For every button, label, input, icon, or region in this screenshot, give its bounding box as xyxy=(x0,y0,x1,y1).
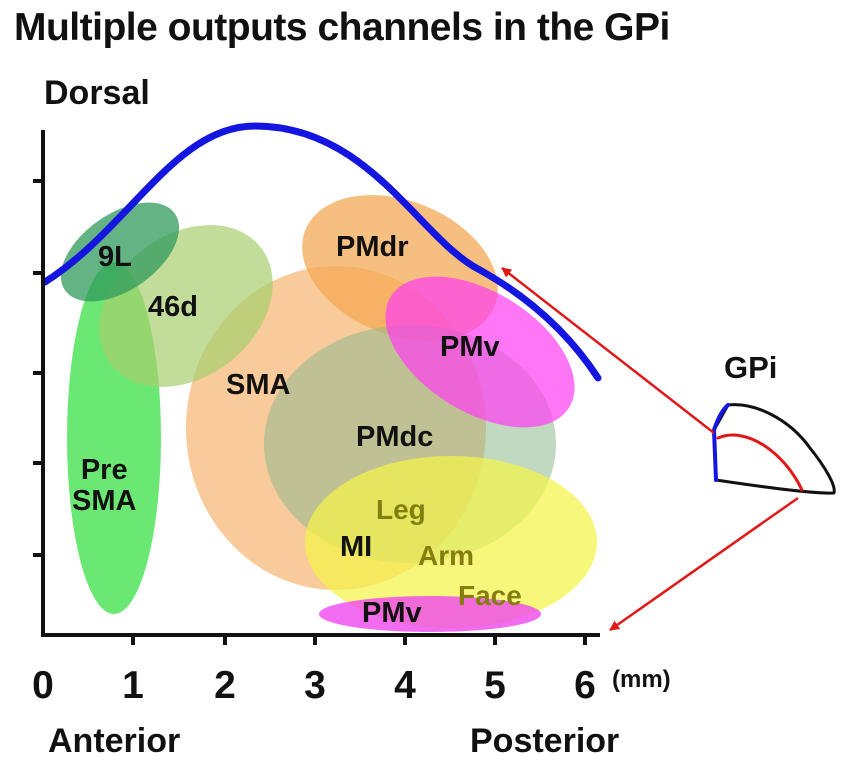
anterior-label: Anterior xyxy=(48,722,181,760)
x-tick-label: 5 xyxy=(484,664,506,707)
axes xyxy=(33,130,600,645)
gpi-inset-label: GPi xyxy=(724,350,778,385)
arrow-to-dorsal-boundary xyxy=(501,267,715,434)
mi-region xyxy=(305,456,597,628)
x-tick-label: 3 xyxy=(304,664,326,707)
pmdc-label: PMdc xyxy=(356,421,434,453)
posterior-label: Posterior xyxy=(470,722,620,760)
area-9l-label: 9L xyxy=(98,241,132,273)
pmv-upper-region xyxy=(385,276,575,428)
gpi-inset-shape xyxy=(712,403,836,495)
x-tick-label: 2 xyxy=(214,664,236,707)
mi-label: MI xyxy=(340,531,373,563)
x-tick-label: 4 xyxy=(394,664,416,707)
pmv-lower-label: PMv xyxy=(362,597,422,629)
face-label: Face xyxy=(458,580,522,611)
x-tick-label: 0 xyxy=(32,664,54,707)
pmv-lower-region xyxy=(319,596,541,632)
pre-sma-label: Pre SMA xyxy=(72,454,137,518)
arrow-to-ventral-boundary xyxy=(609,496,799,632)
x-tick-label: 1 xyxy=(122,664,144,707)
leg-label: Leg xyxy=(376,494,426,525)
arm-label: Arm xyxy=(418,540,475,571)
dorsal-label: Dorsal xyxy=(44,74,150,112)
x-tick-label: 6 xyxy=(574,664,596,707)
dorsal-boundary-curve xyxy=(41,122,602,382)
sma-label: SMA xyxy=(226,369,291,401)
pmdr-label: PMdr xyxy=(336,231,409,263)
pmv-upper-label: PMv xyxy=(440,331,500,363)
axis-unit-label: (mm) xyxy=(612,666,671,693)
area-9l-region xyxy=(60,202,180,302)
diagram-title: Multiple outputs channels in the GPi xyxy=(14,6,670,49)
area-46d-label: 46d xyxy=(148,291,198,323)
